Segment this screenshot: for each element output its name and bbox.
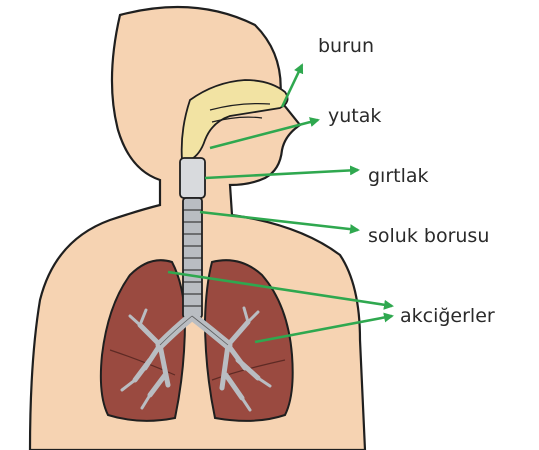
label-akcigerler: akciğerler (400, 305, 495, 327)
label-girtlak: gırtlak (368, 165, 429, 187)
label-burun: burun (318, 35, 374, 57)
label-yutak: yutak (328, 105, 381, 127)
larynx (180, 158, 205, 198)
label-soluk-borusu: soluk borusu (368, 225, 489, 247)
arrow-burun (282, 65, 302, 107)
